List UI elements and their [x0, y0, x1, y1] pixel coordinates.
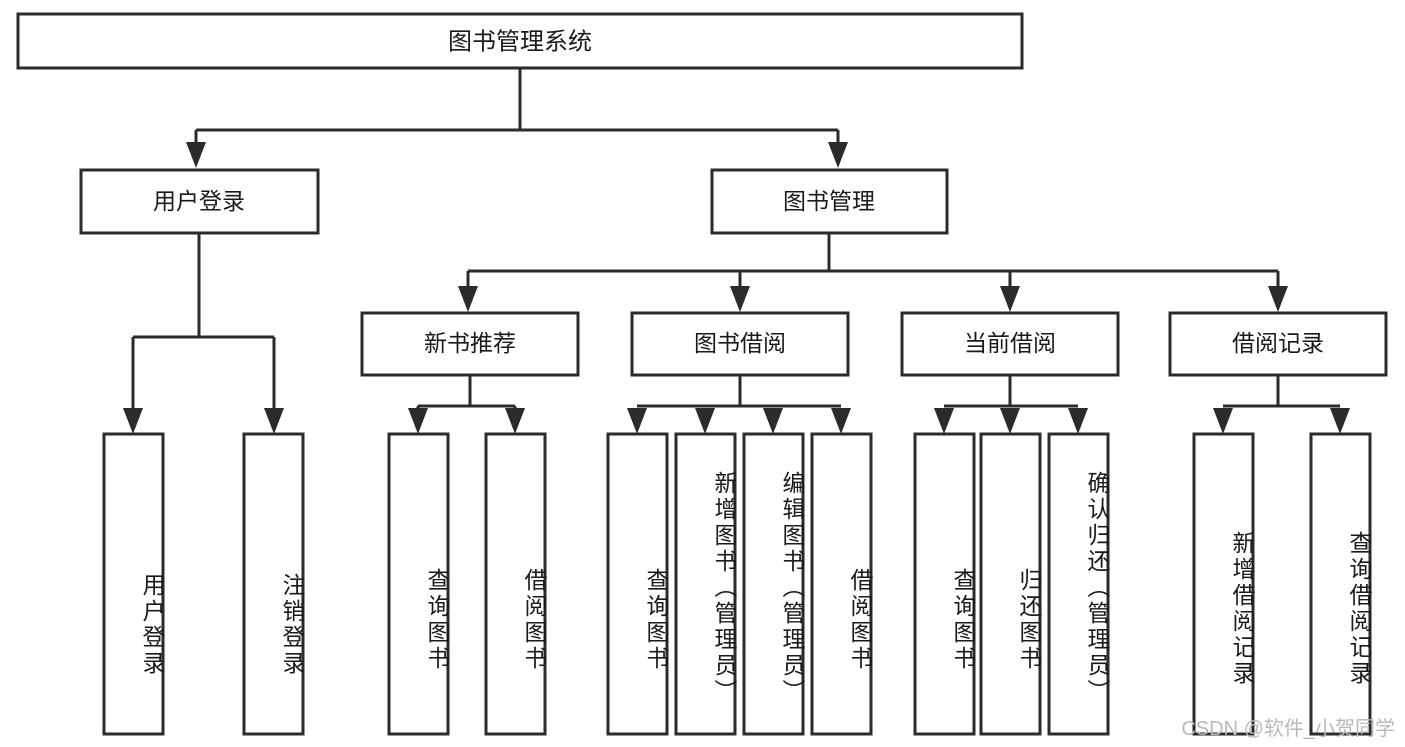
- node-current-borrow[interactable]: 当前借阅: [900, 311, 1120, 377]
- leaf-box-user-login[interactable]: [102, 432, 165, 736]
- node-current-borrow-box[interactable]: [900, 311, 1120, 377]
- leaf-box-logout[interactable]: [242, 432, 305, 736]
- leaf-box-confirm-return-admin[interactable]: [1047, 432, 1110, 736]
- arrow-currentborrow-leaf-1: [934, 408, 954, 434]
- arrow-borrowrecord-leaf-1: [1213, 408, 1233, 434]
- leaf-box-edit-book-admin[interactable]: [742, 432, 805, 736]
- node-borrow-record[interactable]: 借阅记录: [1168, 311, 1388, 377]
- arrow-bookmgmt-current: [1000, 286, 1020, 312]
- leaf-box-add-book-admin[interactable]: [674, 432, 737, 736]
- node-new-book-recommend-label: 新书推荐: [424, 330, 516, 356]
- node-new-book-recommend[interactable]: 新书推荐: [360, 311, 580, 377]
- arrow-userlogin-leaf-1: [123, 408, 143, 434]
- leaf-box-borrow-book-2[interactable]: [810, 432, 873, 736]
- arrow-borrowbook-leaf-3: [763, 408, 783, 434]
- leaf-box-query-book-1[interactable]: [387, 432, 450, 736]
- node-book-management[interactable]: 图书管理: [710, 168, 949, 235]
- node-borrow-record-box[interactable]: [1168, 311, 1388, 377]
- csdn-watermark: CSDN @软件_小贺同学: [1181, 718, 1395, 740]
- node-root-box[interactable]: [16, 12, 1024, 70]
- node-book-management-label: 图书管理: [783, 188, 875, 214]
- connectors-bookmgmt-to-level3: [458, 233, 1288, 312]
- leaf-box-borrow-book-1[interactable]: [484, 432, 547, 736]
- node-user-login-box[interactable]: [79, 168, 320, 235]
- node-book-borrow[interactable]: 图书借阅: [630, 311, 850, 377]
- leaf-box-query-book-2[interactable]: [606, 432, 669, 736]
- node-current-borrow-label: 当前借阅: [964, 330, 1056, 356]
- node-root[interactable]: 图书管理系统: [16, 12, 1024, 70]
- connectors-borrowbook-to-leaves: [627, 375, 851, 434]
- node-user-login[interactable]: 用户登录: [79, 168, 320, 235]
- leaf-boxes: [102, 432, 1372, 736]
- connectors-currentborrow-to-leaves: [934, 375, 1088, 434]
- node-user-login-label: 用户登录: [153, 188, 245, 214]
- arrow-root-to-book-mgmt: [828, 142, 848, 168]
- node-new-book-recommend-box[interactable]: [360, 311, 580, 377]
- leaf-box-return-book[interactable]: [979, 432, 1042, 736]
- leaf-box-add-borrow-record[interactable]: [1192, 432, 1255, 736]
- leaf-box-query-borrow-record[interactable]: [1309, 432, 1372, 736]
- connectors-root-to-level2: [186, 68, 848, 168]
- connectors-borrowrecord-to-leaves: [1213, 375, 1350, 434]
- arrow-borrowrecord-leaf-2: [1330, 408, 1350, 434]
- arrow-newbooks-leaf-2: [505, 408, 525, 434]
- arrow-root-to-user-login: [186, 142, 206, 168]
- arrow-bookmgmt-new-books: [458, 286, 478, 312]
- node-root-label: 图书管理系统: [448, 28, 592, 55]
- arrow-borrowbook-leaf-1: [627, 408, 647, 434]
- arrow-userlogin-leaf-2: [264, 408, 284, 434]
- arrow-currentborrow-leaf-3: [1068, 408, 1088, 434]
- node-book-management-box[interactable]: [710, 168, 949, 235]
- node-book-borrow-box[interactable]: [630, 311, 850, 377]
- node-borrow-record-label: 借阅记录: [1232, 330, 1324, 356]
- arrow-newbooks-leaf-1: [408, 408, 428, 434]
- connectors-userlogin-to-leaves: [123, 233, 284, 434]
- node-book-borrow-label: 图书借阅: [694, 330, 786, 356]
- leaf-box-query-book-3[interactable]: [913, 432, 976, 736]
- arrow-borrowbook-leaf-2: [695, 408, 715, 434]
- arrow-bookmgmt-records: [1268, 286, 1288, 312]
- connectors-newbooks-to-leaves: [408, 375, 525, 434]
- arrow-bookmgmt-borrow: [730, 286, 750, 312]
- arrow-currentborrow-leaf-2: [1000, 408, 1020, 434]
- arrow-borrowbook-leaf-4: [831, 408, 851, 434]
